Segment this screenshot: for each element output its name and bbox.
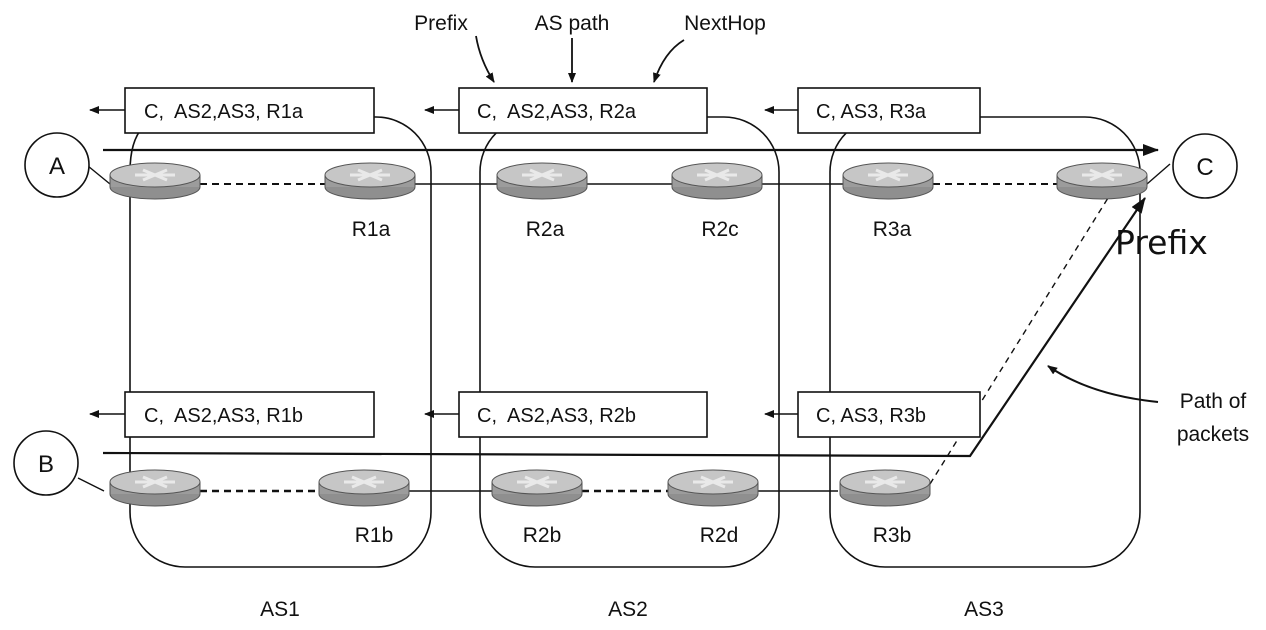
router-icon — [323, 161, 417, 201]
advertisement-arrows — [89, 106, 798, 418]
as-labels: AS1 AS2 AS3 — [260, 598, 1004, 621]
router-label-r3a: R3a — [873, 218, 912, 241]
adv-text-r2b: C, AS2,AS3, R2b — [477, 405, 636, 427]
router-icon — [490, 468, 584, 508]
router-label-r1b: R1b — [355, 524, 394, 547]
adv-box-r2b: C, AS2,AS3, R2b — [458, 391, 708, 438]
header-labels: Prefix AS path NextHop — [414, 12, 766, 83]
router-icon — [670, 161, 764, 201]
adv-text-r3a: C, AS3, R3a — [816, 101, 927, 123]
path-label-line2: packets — [1177, 423, 1249, 446]
router-labels: R1a R2a R2c R3a R1b R2b R2d R3b — [352, 218, 912, 547]
router-icon — [1055, 161, 1149, 201]
path-label-line1: Path of — [1180, 390, 1247, 413]
adv-text-r1b: C, AS2,AS3, R1b — [144, 405, 303, 427]
router-icon — [838, 468, 932, 508]
prefix-callout: Prefix — [1115, 223, 1208, 262]
router-label-r2c: R2c — [701, 218, 738, 241]
header-as-path-label: AS path — [535, 12, 610, 35]
router-label-r2a: R2a — [526, 218, 565, 241]
adv-box-r1b: C, AS2,AS3, R1b — [124, 391, 375, 438]
advertisement-boxes: C, AS2,AS3, R1a C, AS2,AS3, R2a C, AS3, … — [124, 87, 981, 438]
router-icon — [666, 468, 760, 508]
router-label-r1a: R1a — [352, 218, 391, 241]
router-label-r2b: R2b — [523, 524, 562, 547]
endpoint-c-label: C — [1196, 154, 1213, 181]
endpoint-a-label: A — [49, 153, 65, 180]
prefix-pointer-arrow — [475, 35, 495, 83]
packet-paths — [102, 144, 1159, 458]
adv-box-r3b: C, AS3, R3b — [797, 391, 981, 438]
router-icon — [495, 161, 589, 201]
router-icon — [108, 161, 202, 201]
endpoint-a: A — [24, 132, 90, 198]
as-label-2: AS2 — [608, 598, 648, 621]
endpoint-b: B — [13, 430, 79, 496]
as-label-1: AS1 — [260, 598, 300, 621]
path-b-to-c — [102, 197, 1146, 458]
router-label-r2d: R2d — [700, 524, 739, 547]
path-pointer-arrow — [1047, 365, 1159, 403]
router-label-r3b: R3b — [873, 524, 912, 547]
router-icon — [317, 468, 411, 508]
router-icon — [108, 468, 202, 508]
path-of-packets: Path of packets — [1047, 365, 1249, 446]
as-label-3: AS3 — [964, 598, 1004, 621]
router-links — [77, 163, 1171, 493]
adv-text-r1a: C, AS2,AS3, R1a — [144, 101, 304, 123]
endpoint-b-label: B — [38, 451, 54, 478]
nexthop-pointer-arrow — [653, 39, 685, 83]
header-nexthop-label: NextHop — [684, 12, 766, 35]
adv-box-r1a: C, AS2,AS3, R1a — [124, 87, 375, 134]
adv-text-r2a: C, AS2,AS3, R2a — [477, 101, 637, 123]
header-prefix-label: Prefix — [414, 12, 468, 35]
adv-box-r2a: C, AS2,AS3, R2a — [458, 87, 708, 134]
router-icon — [841, 161, 935, 201]
adv-box-r3a: C, AS3, R3a — [797, 87, 981, 134]
endpoint-c: C — [1172, 133, 1238, 199]
adv-text-r3b: C, AS3, R3b — [816, 405, 926, 427]
